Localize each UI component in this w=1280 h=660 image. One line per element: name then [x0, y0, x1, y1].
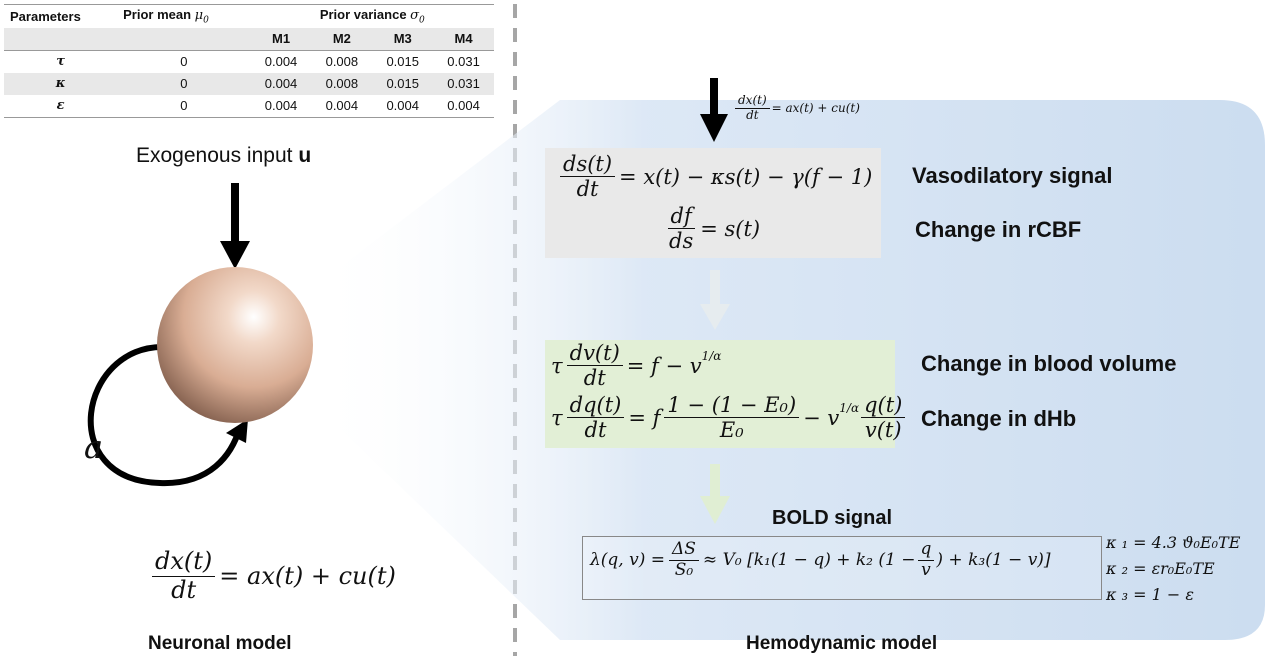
- variance-value: 0.004: [372, 94, 434, 118]
- table-row: κ 0 0.004 0.008 0.015 0.031: [4, 72, 494, 95]
- hemo-input-equation: dx(t)dt = ax(t) + cu(t): [733, 93, 860, 123]
- kappa-2: κ ₂ = εr₀E₀TE: [1106, 559, 1215, 578]
- param-name: κ: [4, 72, 118, 95]
- variance-value: 0.031: [447, 54, 480, 70]
- input-symbol: u: [298, 144, 312, 167]
- flow-arrow: [700, 270, 730, 330]
- param-name: τ: [56, 54, 65, 70]
- variance-value: 0.008: [325, 54, 359, 70]
- bold-equation-box: [582, 536, 1102, 600]
- prior-mean-symbol: μ0: [194, 8, 209, 26]
- model-header-row: M1 M2 M3 M4: [4, 27, 494, 51]
- hemodynamic-model-caption: Hemodynamic model: [746, 633, 938, 654]
- table-row: ε 0 0.004 0.004 0.004 0.004: [4, 94, 494, 118]
- neuron-sphere: [157, 267, 313, 423]
- bold-signal-title: BOLD signal: [772, 507, 893, 529]
- col-header-parameters: Parameters: [4, 3, 118, 28]
- hemo-input-arrow: [700, 78, 728, 142]
- model-header: M3: [372, 27, 434, 51]
- variance-value: 0.004: [250, 94, 312, 118]
- neuronal-diagram: [87, 183, 313, 487]
- neuronal-equation: dx(t) dt = ax(t) + cu(t): [148, 547, 396, 604]
- variance-value: 0.004: [311, 94, 373, 118]
- variance-value: 0.008: [311, 72, 373, 95]
- prior-mean-value: 0: [180, 54, 188, 70]
- variance-value: 0.015: [372, 72, 434, 95]
- flow-arrow: [700, 464, 730, 524]
- dhb-equation: τ dq(t)dt = f 1 − (1 − E₀)E₀ − v 1/α q(t…: [551, 393, 909, 442]
- col-header-prior-variance: Prior variance σ0: [250, 3, 494, 28]
- col-header-prior-mean: Prior mean μ0: [117, 3, 251, 28]
- kappa-3: κ ₃ = 1 − ε: [1106, 585, 1194, 604]
- model-header: M1: [250, 27, 312, 51]
- prior-parameter-table: Parameters Prior mean μ0 Prior variance …: [4, 3, 494, 118]
- dhb-change-label: Change in dHb: [921, 406, 1077, 431]
- prior-variance-label: Prior variance: [319, 7, 407, 22]
- variance-value: 0.004: [433, 94, 494, 118]
- kappa-definitions: κ ₁ = 4.3 ϑ₀E₀TE κ ₂ = εr₀E₀TE κ ₃ = 1 −…: [1106, 530, 1240, 608]
- kappa-1: κ ₁ = 4.3 ϑ₀E₀TE: [1106, 533, 1241, 552]
- variance-value: 0.031: [433, 72, 494, 95]
- exogenous-input-label: Exogenous input u: [136, 144, 312, 167]
- rcbf-change-label: Change in rCBF: [915, 217, 1082, 242]
- self-loop-arrow: [87, 343, 248, 487]
- model-header: M4: [433, 27, 494, 51]
- table-row: τ 0 0.004 0.008 0.015 0.031: [4, 50, 494, 73]
- neuronal-eq-fraction: dx(t) dt: [152, 547, 216, 604]
- neuronal-eq-rhs: = ax(t) + cu(t): [219, 562, 396, 591]
- variance-value: 0.004: [264, 54, 298, 70]
- prior-mean-value: 0: [117, 94, 251, 118]
- blood-volume-label: Change in blood volume: [921, 351, 1177, 376]
- neuronal-model-caption: Neuronal model: [148, 633, 292, 654]
- blood-volume-box: [545, 340, 895, 448]
- prior-mean-label: Prior mean: [123, 7, 192, 22]
- vasodilatory-equation: ds(t)dt = x(t) − κs(t) − γ(f − 1): [556, 152, 872, 201]
- variance-value: 0.015: [386, 54, 419, 70]
- vasodilatory-box: [545, 148, 881, 258]
- prior-variance-symbol: σ0: [410, 8, 425, 26]
- blood-volume-equation: τ dv(t)dt = f − v 1/α: [551, 341, 722, 391]
- variance-value: 0.004: [250, 72, 312, 95]
- input-arrow: [220, 183, 250, 269]
- prior-mean-value: 0: [117, 72, 251, 95]
- model-header: M2: [311, 27, 373, 51]
- param-name: ε: [4, 94, 118, 118]
- loop-label-a: a: [84, 428, 104, 466]
- table-header-row: Parameters Prior mean μ0 Prior variance …: [4, 3, 494, 28]
- vasodilatory-signal-label: Vasodilatory signal: [912, 163, 1113, 188]
